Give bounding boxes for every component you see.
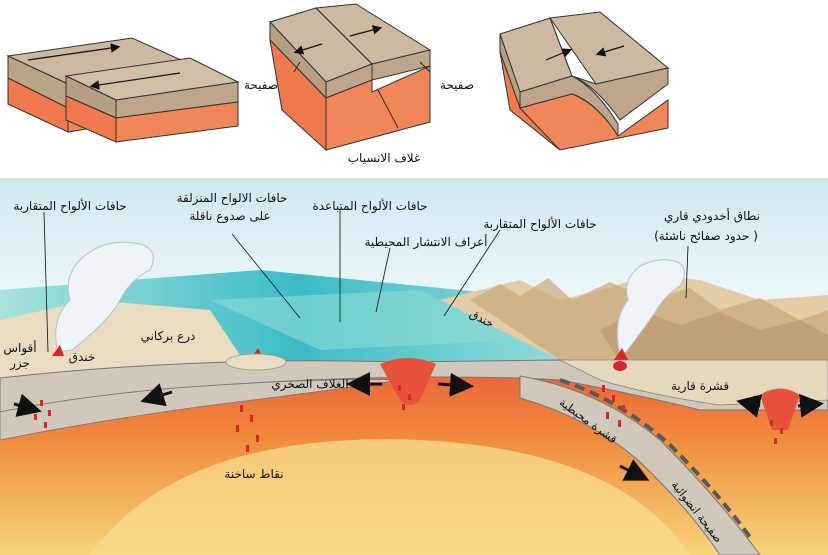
label-ridges: أعراف الانتشار المحيطية (364, 234, 487, 250)
label-flow-sheath: غلاف الانسياب (348, 151, 421, 165)
label-continental-crust: قشرة قارية (671, 379, 729, 394)
arrow-right-icon (545, 48, 573, 61)
label-transform-line2: على صدوع ناقلة (189, 209, 270, 224)
label-plate-right: صفيحة (440, 78, 474, 92)
label-island-arcs-line2: جزر (9, 356, 30, 371)
leader-line (43, 211, 49, 353)
plate-motion-arrows (13, 372, 824, 481)
earth-cross-section (0, 178, 828, 555)
leader-line (377, 89, 399, 129)
label-trench-left: خندق (69, 350, 96, 364)
label-rift-line2: (حدود صفائح ناشئة ) (654, 229, 758, 244)
leader-line (685, 245, 689, 299)
label-transform: حافات الالواح المنزلقة (177, 191, 288, 206)
leader-line (443, 229, 501, 317)
leader-line (419, 61, 431, 73)
label-convergent-left: حافات الألواح المتقاربة (13, 198, 126, 214)
label-volcanic-shield: درع بركاني (141, 329, 196, 344)
divergent-block-diagram: صفيحة صفيحة غلاف الانسياب (244, 3, 474, 165)
magma-icon (52, 345, 64, 356)
label-rift: نطاق أخدودي قاري (664, 208, 760, 224)
leader-line (375, 247, 391, 313)
volcano-plume (52, 241, 685, 371)
convergent-block-diagram (499, 11, 670, 151)
arrow-left-icon (89, 72, 181, 90)
label-hot-spots: نقاط ساخنة (224, 467, 283, 481)
arrow-left-icon (293, 43, 323, 55)
arrow-left-icon (595, 45, 625, 57)
magma-icon (614, 348, 628, 360)
label-divergent: حافات الألواح المتباعدة (312, 198, 427, 214)
arrow-right-icon (27, 43, 121, 61)
label-plate-left: صفيحة (244, 78, 278, 92)
label-lithosphere: الغلاف الصخري (271, 377, 348, 392)
leader-line (293, 61, 301, 73)
label-convergent-right: حافات الألواح المتقاربة (483, 216, 596, 232)
leader-line (231, 233, 301, 319)
label-island-arcs: أقواس (3, 340, 36, 356)
transform-block-diagram (6, 37, 240, 143)
arrow-right-icon (349, 25, 383, 37)
